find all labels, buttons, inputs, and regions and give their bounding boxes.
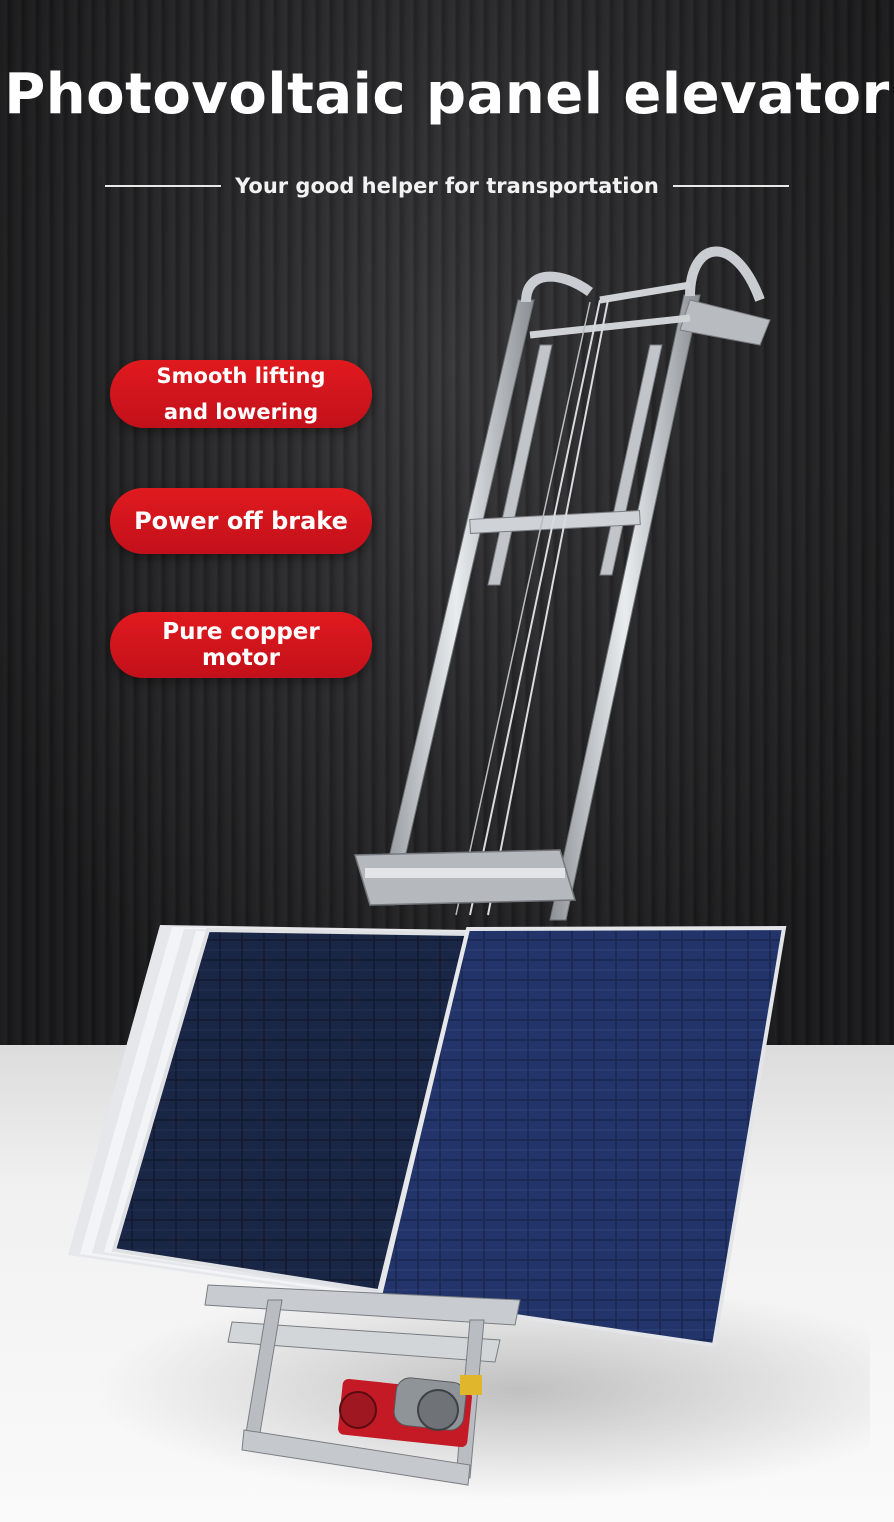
subtitle-row: Your good helper for transportation (105, 170, 789, 202)
feature-badge-pure-copper-motor: Pure copper motor (110, 612, 372, 678)
subtitle-rule-left (105, 185, 221, 187)
feature-badge-smooth-lifting: Smooth lifting and lowering (110, 360, 372, 428)
corrugated-backdrop (0, 0, 894, 1045)
base-frame (204, 1284, 521, 1486)
solar-panels (68, 925, 787, 1348)
feature-badge-line-2: and lowering (163, 400, 319, 424)
subtitle-rule-right (673, 185, 789, 187)
feature-badge-power-off-brake: Power off brake (110, 488, 372, 554)
subtitle: Your good helper for transportation (235, 174, 659, 198)
feature-badge-label: Pure copper motor (162, 619, 320, 671)
feature-badge-label: Power off brake (134, 507, 348, 535)
page-title: Photovoltaic panel elevator (4, 62, 890, 127)
ladder (353, 246, 771, 921)
feature-badge-line-1: Smooth lifting (156, 364, 326, 388)
